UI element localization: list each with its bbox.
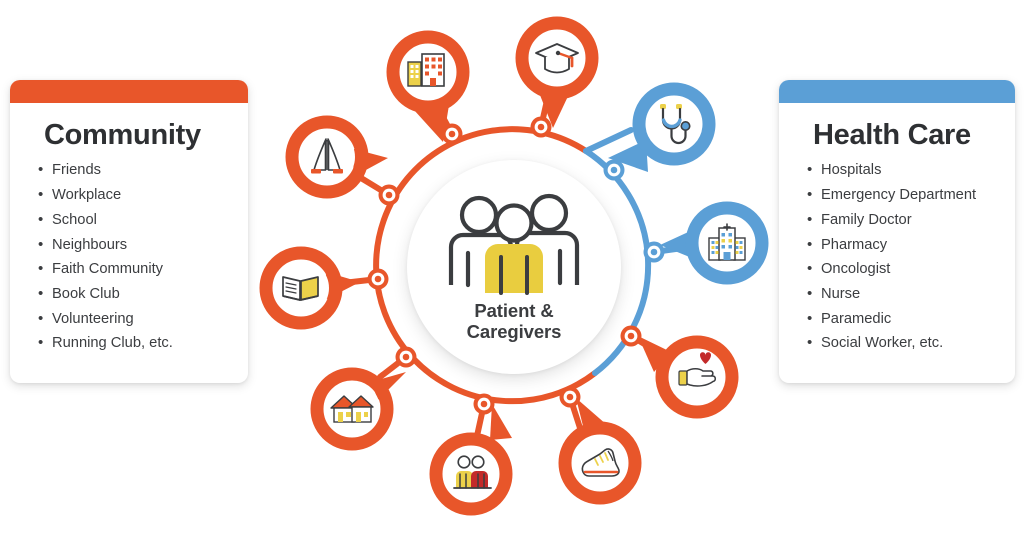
list-item: Family Doctor [807, 212, 995, 238]
center-hub-label: Patient & Caregivers [467, 301, 562, 342]
praying-hands-icon [311, 138, 343, 174]
list-item: Nurse [807, 286, 995, 312]
ring-node[interactable] [530, 116, 552, 138]
ring-node-blue[interactable] [643, 241, 665, 263]
office-building-icon [407, 53, 445, 87]
center-hub: Patient & Caregivers [407, 160, 621, 374]
stethoscope-icon [660, 104, 691, 145]
bubble-bookclub[interactable] [259, 246, 360, 330]
list-item: Running Club, etc. [38, 335, 228, 361]
list-item: School [38, 212, 228, 238]
open-book-icon [282, 276, 319, 301]
bubble-volunteering[interactable] [638, 335, 739, 419]
healthcare-card-title: Health Care [813, 119, 971, 151]
list-item: Faith Community [38, 261, 228, 287]
ring-node[interactable] [441, 123, 463, 145]
list-item: Pharmacy [807, 237, 995, 263]
list-item: Volunteering [38, 311, 228, 337]
healthcare-card: Health Care Hospitals Emergency Departme… [779, 80, 1015, 384]
list-item: Social Worker, etc. [807, 335, 995, 361]
ring-node[interactable] [559, 386, 581, 408]
graduation-cap-icon [535, 43, 579, 74]
healthcare-card-accent [779, 80, 1015, 103]
healthcare-card-body: Health Care Hospitals Emergency Departme… [779, 103, 1015, 383]
bubble-friends[interactable] [429, 404, 513, 516]
center-label-line2: Caregivers [466, 321, 562, 342]
ring-node-blue[interactable] [603, 159, 625, 181]
two-people-icon [453, 455, 492, 489]
community-card: Community Friends Workplace School Neigh… [10, 80, 248, 384]
three-people-icon [448, 194, 580, 296]
two-houses-icon [330, 395, 374, 423]
bubble-faith[interactable] [285, 115, 388, 199]
center-label-line1: Patient & [474, 300, 554, 322]
list-item: Emergency Department [807, 187, 995, 213]
bubble-neighbours[interactable] [310, 367, 406, 451]
ring-node[interactable] [473, 393, 495, 415]
community-card-accent [10, 80, 248, 103]
list-item: Paramedic [807, 311, 995, 337]
community-card-list: Friends Workplace School Neighbours Fait… [38, 162, 228, 361]
ring-node[interactable] [378, 184, 400, 206]
list-item: Friends [38, 162, 228, 188]
running-shoe-icon [581, 448, 620, 477]
community-card-body: Community Friends Workplace School Neigh… [10, 103, 248, 383]
bubble-running[interactable] [558, 398, 642, 505]
bubble-stethoscope[interactable] [608, 82, 716, 172]
list-item: Oncologist [807, 261, 995, 287]
healthcare-card-list: Hospitals Emergency Department Family Do… [807, 162, 995, 361]
ring-node[interactable] [620, 325, 642, 347]
list-item: Book Club [38, 286, 228, 312]
list-item: Neighbours [38, 237, 228, 263]
hospital-icon [708, 223, 746, 261]
bubble-workplace[interactable] [386, 30, 470, 142]
bubble-hospital[interactable] [660, 201, 769, 285]
ring-node[interactable] [395, 346, 417, 368]
list-item: Hospitals [807, 162, 995, 188]
ring-node[interactable] [367, 268, 389, 290]
hand-heart-icon [678, 352, 717, 387]
bubble-school[interactable] [515, 16, 599, 128]
community-card-title: Community [44, 119, 201, 151]
list-item: Workplace [38, 187, 228, 213]
